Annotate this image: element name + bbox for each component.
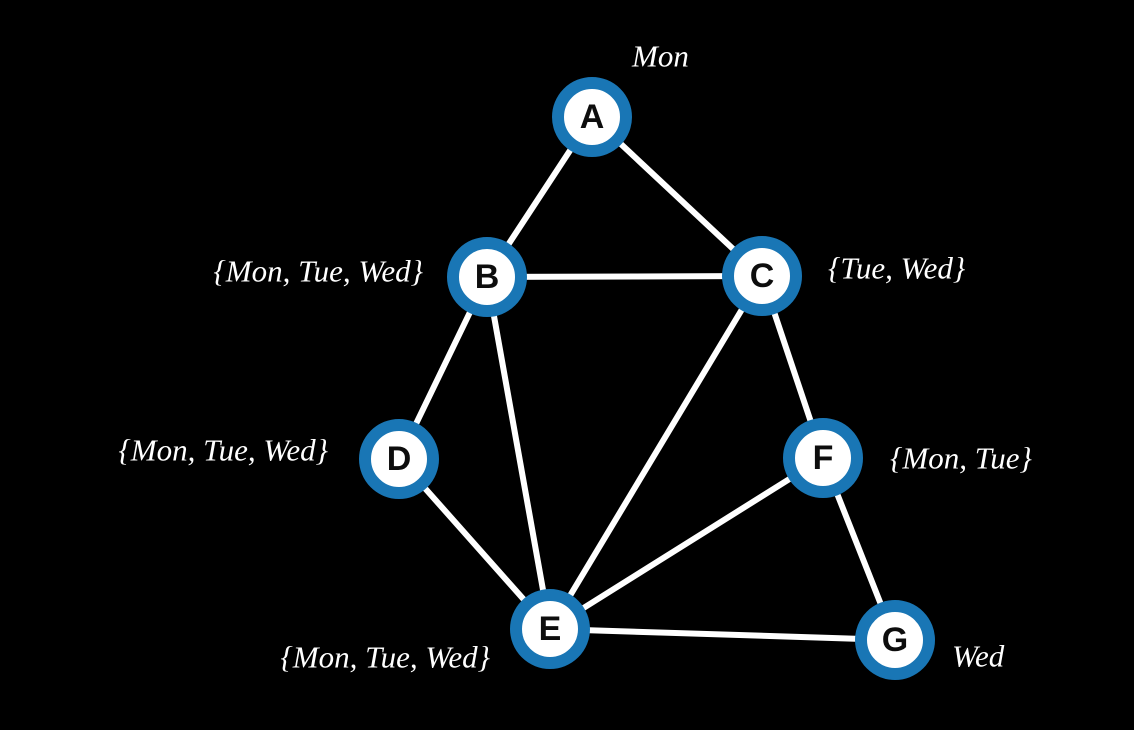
node-F-letter: F bbox=[812, 439, 834, 477]
node-B-letter: B bbox=[474, 258, 500, 296]
edge-E-F bbox=[547, 455, 826, 632]
domain-label-G: Wed bbox=[952, 638, 1005, 674]
node-C-letter: C bbox=[749, 257, 775, 295]
edge-E-G bbox=[547, 626, 898, 643]
node-A: A bbox=[552, 77, 632, 157]
domain-label-F: {Mon, Tue} bbox=[890, 440, 1032, 476]
edge-B-E bbox=[484, 274, 553, 632]
node-B: B bbox=[447, 237, 527, 317]
domain-label-E: {Mon, Tue, Wed} bbox=[280, 639, 490, 675]
node-A-letter: A bbox=[579, 98, 605, 136]
domain-label-B: {Mon, Tue, Wed} bbox=[213, 253, 423, 289]
node-E: E bbox=[510, 589, 590, 669]
domain-label-A: Mon bbox=[632, 38, 689, 74]
node-G: G bbox=[855, 600, 935, 680]
node-F: F bbox=[783, 418, 863, 498]
domain-label-D: {Mon, Tue, Wed} bbox=[118, 432, 328, 468]
domain-label-C: {Tue, Wed} bbox=[828, 250, 966, 286]
node-D-letter: D bbox=[386, 440, 412, 478]
edge-C-E bbox=[547, 273, 765, 632]
node-C: C bbox=[722, 236, 802, 316]
node-G-letter: G bbox=[881, 621, 909, 659]
node-D: D bbox=[359, 419, 439, 499]
edge-B-C bbox=[484, 273, 765, 280]
node-E-letter: E bbox=[538, 610, 562, 648]
